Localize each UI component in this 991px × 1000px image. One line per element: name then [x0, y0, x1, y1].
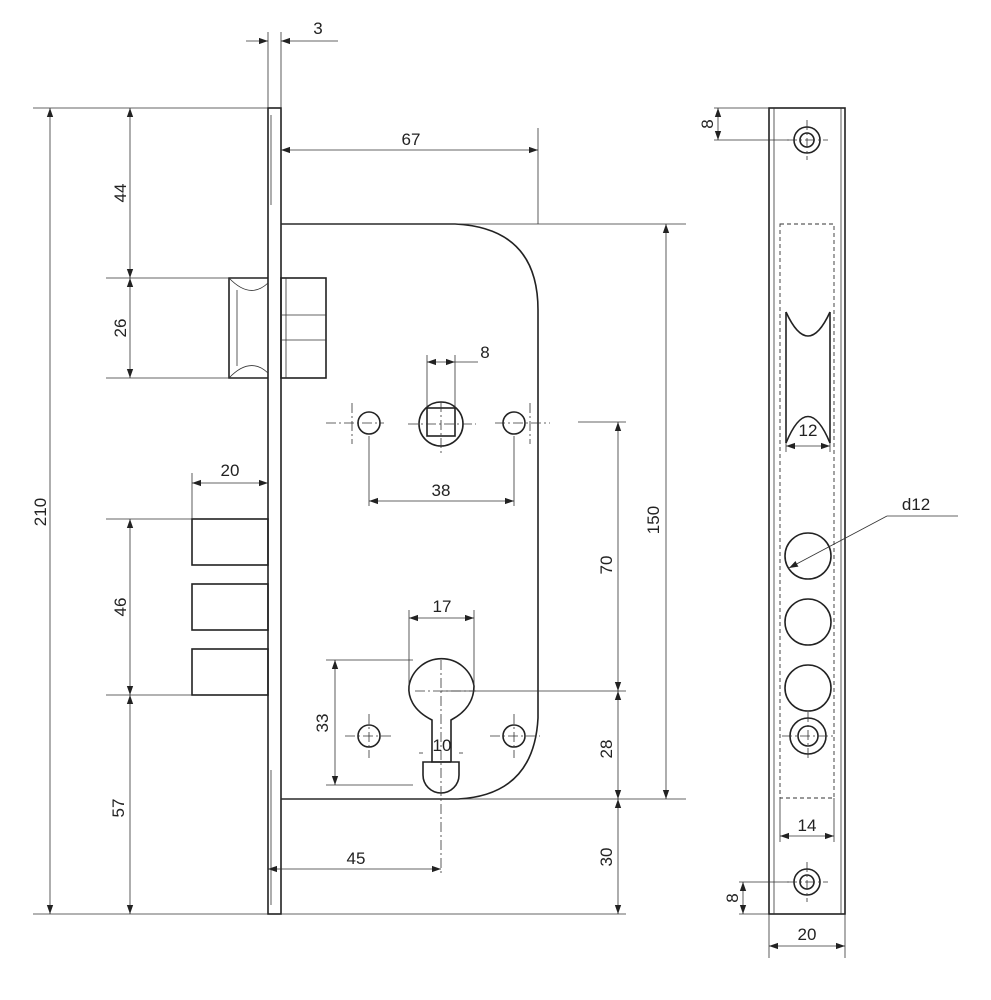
- faceplate-side-view: 8 12 d12 14 8 20: [698, 107, 958, 958]
- dim-faceplate-width: 20: [798, 925, 817, 944]
- dim-latch-height: 26: [111, 319, 130, 338]
- dim-deadbolt-projection: 20: [221, 461, 240, 480]
- dim-case-to-plate-bottom: 30: [597, 848, 616, 867]
- dim-overall-height: 210: [31, 498, 50, 526]
- latch-bolt: [228, 277, 327, 379]
- dim-bolt-slot-width: 14: [798, 816, 817, 835]
- fixing-hole-left-top: [326, 403, 384, 444]
- bolt-hole-3: [784, 664, 832, 712]
- dim-case-height: 150: [644, 506, 663, 534]
- faceplate-screw-middle: [782, 712, 834, 760]
- dim-backset: 45: [347, 849, 366, 868]
- dim-deadbolt-span: 46: [111, 598, 130, 617]
- fixing-hole-right-bottom: [490, 714, 540, 758]
- dim-latch-offset-top: 44: [111, 184, 130, 203]
- dim-backset-depth: 67: [402, 130, 421, 149]
- dim-cylinder-upper-height: 33: [313, 714, 332, 733]
- dim-cylinder-to-case-bottom: 28: [597, 740, 616, 759]
- dim-fixing-hole-spacing: 38: [432, 481, 451, 500]
- spindle-hub: [408, 401, 476, 456]
- deadbolt-throws: [191, 518, 269, 696]
- dim-cylinder-width: 17: [433, 597, 452, 616]
- lock-case: [281, 223, 539, 800]
- dim-latch-slot-width: 12: [799, 421, 818, 440]
- faceplate-front: [768, 107, 846, 915]
- faceplate-screw-bottom: [787, 862, 828, 902]
- dim-cylinder-offset-bottom: 57: [109, 799, 128, 818]
- dim-cylinder-lower-width: 10: [433, 736, 452, 755]
- fixing-hole-left-bottom: [345, 714, 392, 758]
- dim-spindle-to-cylinder: 70: [597, 556, 616, 575]
- faceplate-screw-top: [787, 120, 828, 160]
- extension-lines: [33, 32, 626, 915]
- dim-spindle-size: 8: [480, 343, 489, 362]
- dim-faceplate-screw-offset-bottom: 8: [723, 893, 742, 902]
- fixing-hole-right-top: [495, 403, 550, 444]
- dim-faceplate-screw-offset-top: 8: [698, 119, 717, 128]
- bolt-hole-1: [784, 532, 832, 580]
- dim-plate-thickness: 3: [313, 19, 322, 38]
- front-view: 3 67 44 26 8 38 20 46 17 70 210 150 33 1…: [31, 19, 686, 915]
- dim-bolt-hole-diameter: d12: [902, 495, 930, 514]
- dimension-lines: [46, 37, 670, 914]
- bolt-hole-2: [784, 598, 832, 646]
- faceplate: [267, 107, 282, 915]
- latch-slot-profile: [785, 311, 831, 444]
